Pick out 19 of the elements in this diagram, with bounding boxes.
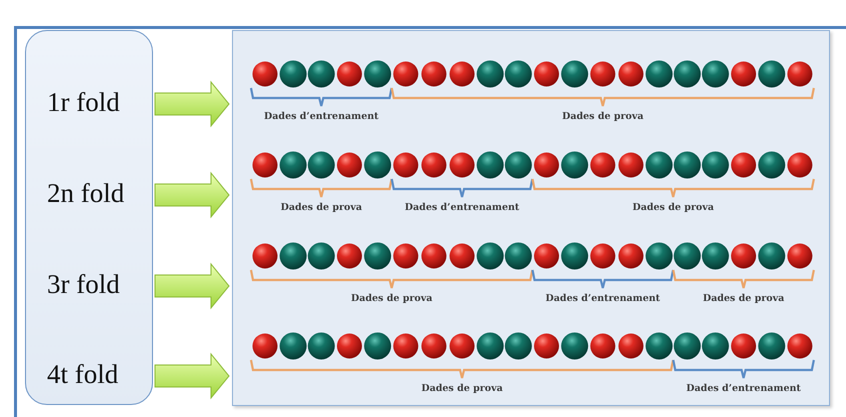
block-arrow xyxy=(154,262,230,310)
segment-label: Dades de prova xyxy=(350,293,432,304)
fold-label: 1r fold xyxy=(47,87,120,118)
segment-label: Dades d’entrenament xyxy=(264,111,379,122)
block-arrow xyxy=(154,172,230,218)
segment-label: Dades de prova xyxy=(562,111,644,122)
segment-label: Dades d’entrenament xyxy=(546,293,660,304)
segment-label: Dades de prova xyxy=(632,202,714,213)
fold-label: 3r fold xyxy=(47,269,120,300)
segment-label: Dades de prova xyxy=(421,383,503,394)
fold-panel xyxy=(25,30,153,405)
segment-label: Dades de prova xyxy=(702,293,784,304)
block-arrow xyxy=(154,80,230,128)
block-arrow xyxy=(154,352,230,400)
segment-label: Dades d’entrenament xyxy=(404,202,520,213)
fold-label: 2n fold xyxy=(47,178,124,209)
fold-label: 4t fold xyxy=(47,359,118,390)
segment-label: Dades de prova xyxy=(280,202,362,213)
segment-label: Dades d’entrenament xyxy=(686,383,801,394)
